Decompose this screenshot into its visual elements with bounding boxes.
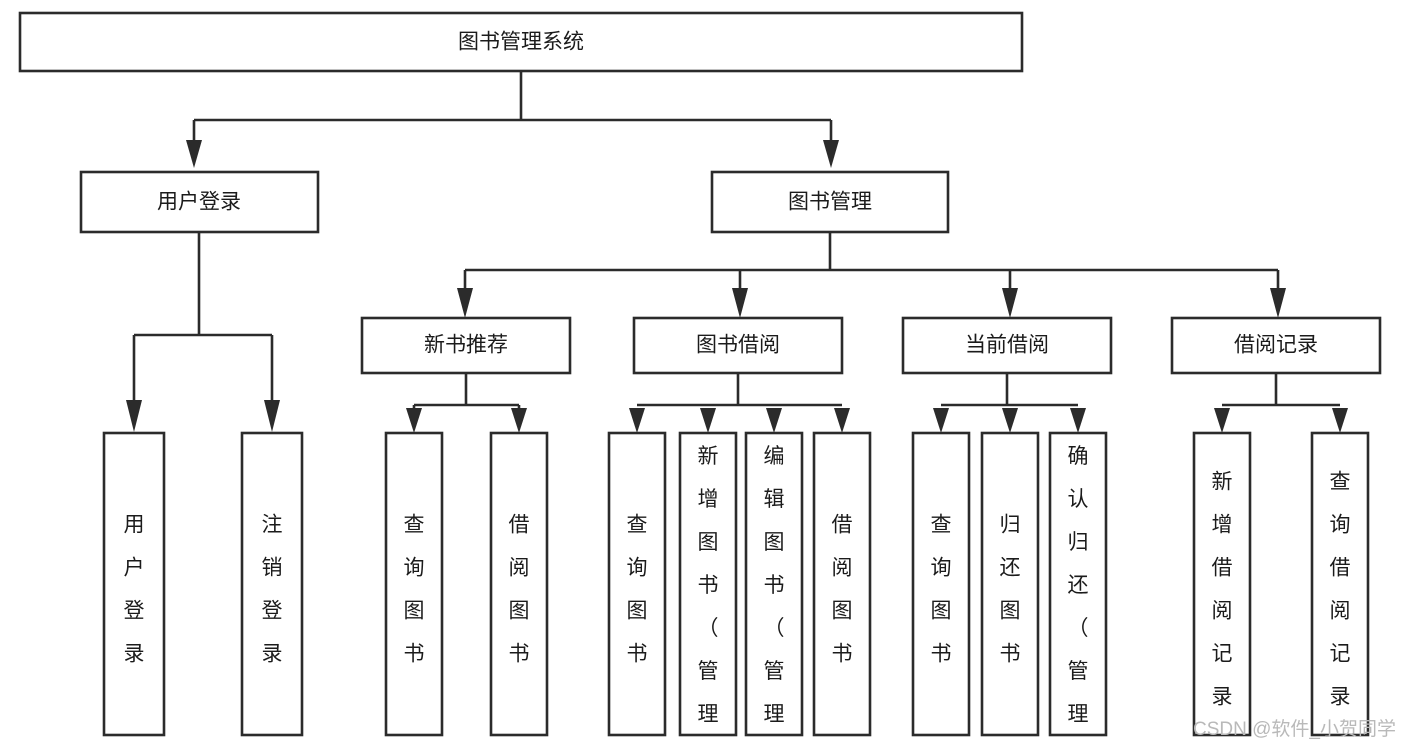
node-book-management-label: 图书管理 bbox=[788, 191, 872, 214]
leaf-query-book-1[interactable]: 查询图书 bbox=[384, 431, 444, 737]
arrowhead-icon bbox=[1070, 408, 1086, 433]
leaf-user-login-box[interactable] bbox=[102, 431, 166, 737]
leaf-query-book-1-label: 查询图书 bbox=[404, 514, 425, 666]
arrowhead-icon bbox=[511, 408, 527, 433]
node-root[interactable]: 图书管理系统 bbox=[18, 11, 1024, 73]
leaf-borrow-book-2-box[interactable] bbox=[812, 431, 872, 737]
leaf-query-book-2[interactable]: 查询图书 bbox=[607, 431, 667, 737]
connector-root-to-level2 bbox=[186, 71, 839, 168]
arrowhead-icon bbox=[126, 400, 142, 432]
node-book-management[interactable]: 图书管理 bbox=[710, 170, 950, 234]
node-current-borrow-box[interactable] bbox=[901, 316, 1113, 375]
connector-new-book-recommend-to-leaves bbox=[406, 373, 527, 433]
arrowhead-icon bbox=[1270, 288, 1286, 318]
node-new-book-recommend-label: 新书推荐 bbox=[424, 334, 508, 357]
leaf-user-logout-box[interactable] bbox=[240, 431, 304, 737]
node-book-borrow[interactable]: 图书借阅 bbox=[632, 316, 844, 375]
arrowhead-icon bbox=[264, 400, 280, 432]
leaf-add-book-label: 新增图书（管理员） bbox=[698, 445, 719, 747]
csdn-watermark: CSDN @软件_小贺同学 bbox=[1193, 718, 1396, 740]
node-book-borrow-label: 图书借阅 bbox=[696, 334, 780, 357]
leaf-query-book-3-label: 查询图书 bbox=[931, 514, 952, 666]
leaf-query-book-3-box[interactable] bbox=[911, 431, 971, 737]
connector-borrow-record-to-leaves bbox=[1214, 373, 1348, 433]
leaf-confirm-return[interactable]: 确认归还（管理员） bbox=[1048, 431, 1108, 747]
leaf-return-book-label: 归还图书 bbox=[1000, 514, 1021, 666]
leaf-edit-book-label: 编辑图书（管理员） bbox=[764, 445, 785, 747]
arrowhead-icon bbox=[457, 288, 473, 318]
leaf-edit-book-box[interactable] bbox=[744, 431, 804, 737]
node-root-label: 图书管理系统 bbox=[458, 31, 584, 54]
node-new-book-recommend-box[interactable] bbox=[360, 316, 572, 375]
leaf-borrow-book-1-label: 借阅图书 bbox=[509, 514, 530, 666]
arrowhead-icon bbox=[629, 408, 645, 433]
leaf-borrow-book-1[interactable]: 借阅图书 bbox=[489, 431, 549, 737]
leaf-add-book[interactable]: 新增图书（管理员） bbox=[678, 431, 738, 747]
leaf-query-borrow-record-label: 查询借阅记录 bbox=[1330, 471, 1351, 709]
node-borrow-record[interactable]: 借阅记录 bbox=[1170, 316, 1382, 375]
arrowhead-icon bbox=[700, 408, 716, 433]
leaf-user-login[interactable]: 用户登录 bbox=[102, 431, 166, 737]
arrowhead-icon bbox=[732, 288, 748, 318]
leaf-query-book-2-box[interactable] bbox=[607, 431, 667, 737]
arrowhead-icon bbox=[1214, 408, 1230, 433]
leaf-add-borrow-record-box[interactable] bbox=[1192, 431, 1252, 737]
connector-current-borrow-to-leaves bbox=[933, 373, 1086, 433]
connector-book-borrow-to-leaves bbox=[629, 373, 850, 433]
arrowhead-icon bbox=[834, 408, 850, 433]
node-user-login[interactable]: 用户登录 bbox=[79, 170, 320, 234]
leaf-add-borrow-record-label: 新增借阅记录 bbox=[1212, 471, 1233, 709]
arrowhead-icon bbox=[766, 408, 782, 433]
leaf-query-book-3[interactable]: 查询图书 bbox=[911, 431, 971, 737]
leaf-borrow-book-1-box[interactable] bbox=[489, 431, 549, 737]
leaf-add-book-box[interactable] bbox=[678, 431, 738, 737]
leaf-query-book-1-box[interactable] bbox=[384, 431, 444, 737]
leaf-return-book[interactable]: 归还图书 bbox=[980, 431, 1040, 737]
leaf-query-borrow-record[interactable]: 查询借阅记录 bbox=[1310, 431, 1370, 737]
arrowhead-icon bbox=[823, 140, 839, 168]
node-current-borrow-label: 当前借阅 bbox=[965, 334, 1049, 357]
node-new-book-recommend[interactable]: 新书推荐 bbox=[360, 316, 572, 375]
leaf-confirm-return-box[interactable] bbox=[1048, 431, 1108, 737]
node-borrow-record-label: 借阅记录 bbox=[1234, 334, 1318, 357]
leaf-user-logout[interactable]: 注销登录 bbox=[240, 431, 304, 737]
leaf-user-login-label: 用户登录 bbox=[124, 514, 145, 666]
arrowhead-icon bbox=[1332, 408, 1348, 433]
node-root-box[interactable] bbox=[18, 11, 1024, 73]
connector-book-management-to-level3 bbox=[457, 232, 1286, 318]
leaf-query-borrow-record-box[interactable] bbox=[1310, 431, 1370, 737]
leaf-borrow-book-2-label: 借阅图书 bbox=[832, 514, 853, 666]
leaf-borrow-book-2[interactable]: 借阅图书 bbox=[812, 431, 872, 737]
arrowhead-icon bbox=[933, 408, 949, 433]
connector-user-login-to-leaves bbox=[126, 232, 280, 432]
leaf-user-logout-label: 注销登录 bbox=[262, 514, 283, 666]
arrowhead-icon bbox=[1002, 408, 1018, 433]
arrowhead-icon bbox=[406, 408, 422, 433]
arrowhead-icon bbox=[1002, 288, 1018, 318]
leaf-add-borrow-record[interactable]: 新增借阅记录 bbox=[1192, 431, 1252, 737]
leaf-return-book-box[interactable] bbox=[980, 431, 1040, 737]
leaf-query-book-2-label: 查询图书 bbox=[627, 514, 648, 666]
leaf-edit-book[interactable]: 编辑图书（管理员） bbox=[744, 431, 804, 747]
node-current-borrow[interactable]: 当前借阅 bbox=[901, 316, 1113, 375]
arrowhead-icon bbox=[186, 140, 202, 168]
node-user-login-label: 用户登录 bbox=[157, 191, 241, 214]
node-user-login-box[interactable] bbox=[79, 170, 320, 234]
